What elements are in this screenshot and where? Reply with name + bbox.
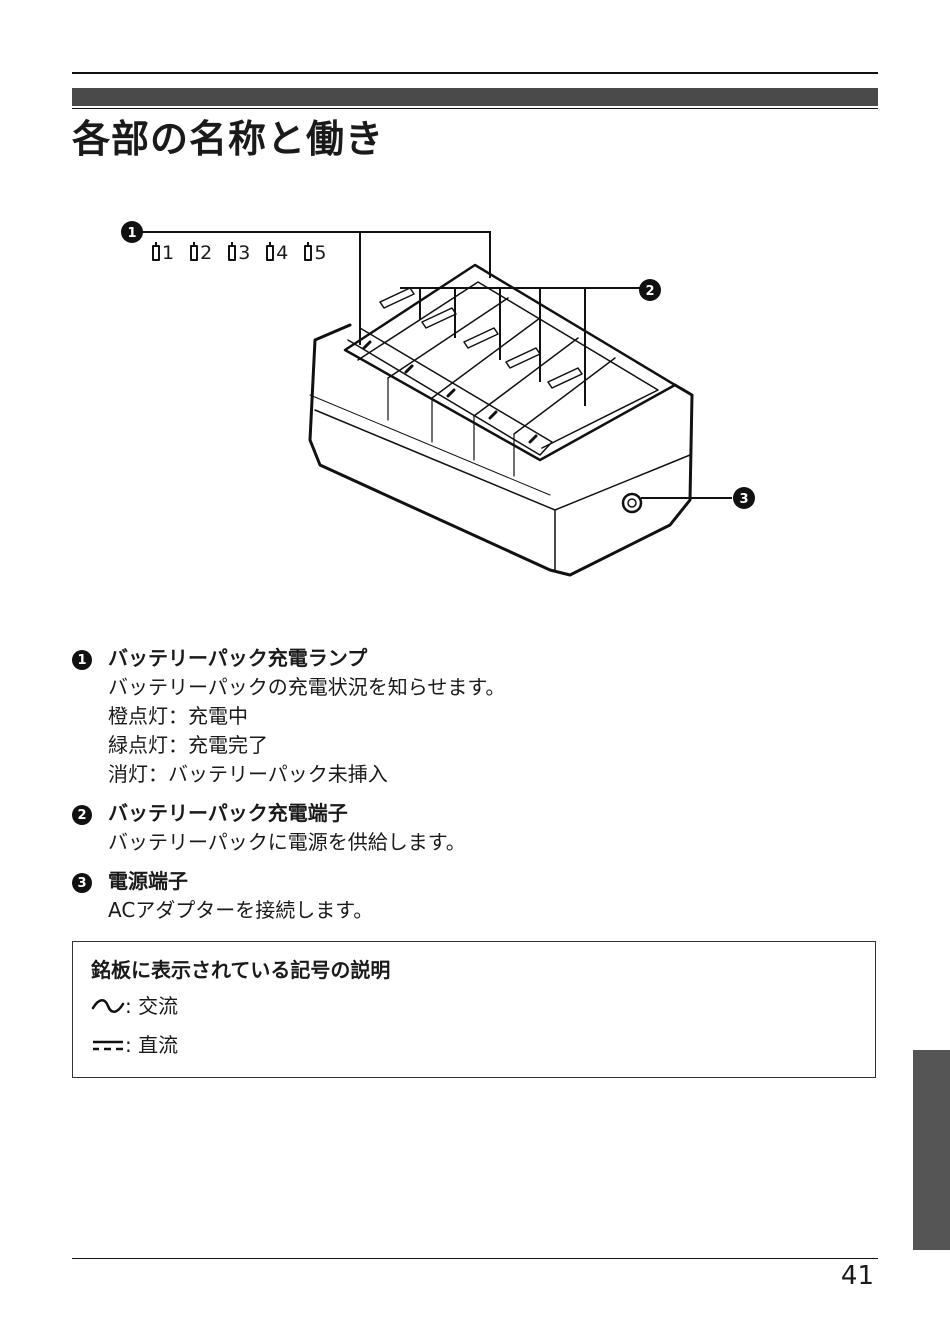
- item-line: 橙点灯：充電中: [108, 704, 248, 728]
- battery-icon: [304, 242, 313, 261]
- charger-illustration: 1 2 3: [121, 221, 755, 577]
- item-marker: 3: [72, 873, 92, 893]
- item-line: バッテリーパックの充電状況を知らせます。: [108, 675, 506, 699]
- slot-number: 2: [200, 242, 213, 264]
- svg-text:2: 2: [645, 284, 654, 299]
- item-line: ACアダプターを接続します。: [108, 898, 374, 922]
- item-line: 消灯：バッテリーパック未挿入: [108, 762, 388, 786]
- battery-icon: [152, 242, 160, 261]
- notice-title: 銘板に表示されている記号の説明: [91, 958, 391, 982]
- page-title: 各部の名称と働き: [72, 117, 385, 161]
- slot-indicator-labels: 1 2 3 4 5: [152, 241, 326, 265]
- slot-label-1: 1: [152, 241, 174, 265]
- part-item-3: 3 電源端子 ACアダプターを接続します。: [72, 867, 878, 925]
- item-line: 緑点灯：充電完了: [108, 733, 268, 757]
- header-band: [72, 88, 878, 106]
- part-item-2: 2 バッテリーパック充電端子 バッテリーパックに電源を供給します。: [72, 799, 878, 857]
- callout-1: 1: [121, 221, 143, 243]
- dc-symbol-row: : 直流: [91, 1031, 178, 1059]
- item-marker: 2: [72, 805, 92, 825]
- slot-number: 4: [276, 242, 289, 264]
- battery-icon: [266, 242, 275, 261]
- top-rule: [72, 72, 878, 74]
- battery-icon: [190, 242, 199, 261]
- part-descriptions: 1 バッテリーパック充電ランプ バッテリーパックの充電状況を知らせます。 橙点灯…: [72, 644, 878, 935]
- dc-label: : 直流: [125, 1033, 179, 1057]
- item-line: バッテリーパックに電源を供給します。: [108, 830, 466, 854]
- part-item-1: 1 バッテリーパック充電ランプ バッテリーパックの充電状況を知らせます。 橙点灯…: [72, 644, 878, 789]
- slot-number: 1: [162, 242, 175, 264]
- callout-2: 2: [639, 279, 661, 301]
- svg-text:1: 1: [127, 226, 136, 241]
- slot-number: 3: [238, 242, 251, 264]
- ac-label: : 交流: [125, 994, 179, 1018]
- slot-label-5: 5: [304, 241, 326, 265]
- header-band-line: [72, 108, 878, 109]
- slot-number: 5: [314, 242, 327, 264]
- callout-3: 3: [733, 487, 755, 509]
- page-number: 41: [840, 1261, 874, 1291]
- item-title: 電源端子: [108, 869, 188, 893]
- battery-icon: [228, 242, 237, 261]
- slot-label-2: 2: [190, 241, 212, 265]
- ac-symbol-icon: [91, 999, 125, 1013]
- ac-symbol-row: : 交流: [91, 992, 178, 1020]
- slot-label-4: 4: [266, 241, 288, 265]
- item-marker: 1: [72, 650, 92, 670]
- symbol-explanation-box: 銘板に表示されている記号の説明 : 交流 : 直流: [72, 941, 876, 1078]
- dc-symbol-icon: [93, 1040, 123, 1051]
- item-title: バッテリーパック充電ランプ: [108, 646, 368, 670]
- side-tab: [913, 1050, 950, 1250]
- item-title: バッテリーパック充電端子: [108, 801, 348, 825]
- svg-text:3: 3: [739, 492, 748, 507]
- footer-rule: [72, 1258, 878, 1259]
- slot-label-3: 3: [228, 241, 250, 265]
